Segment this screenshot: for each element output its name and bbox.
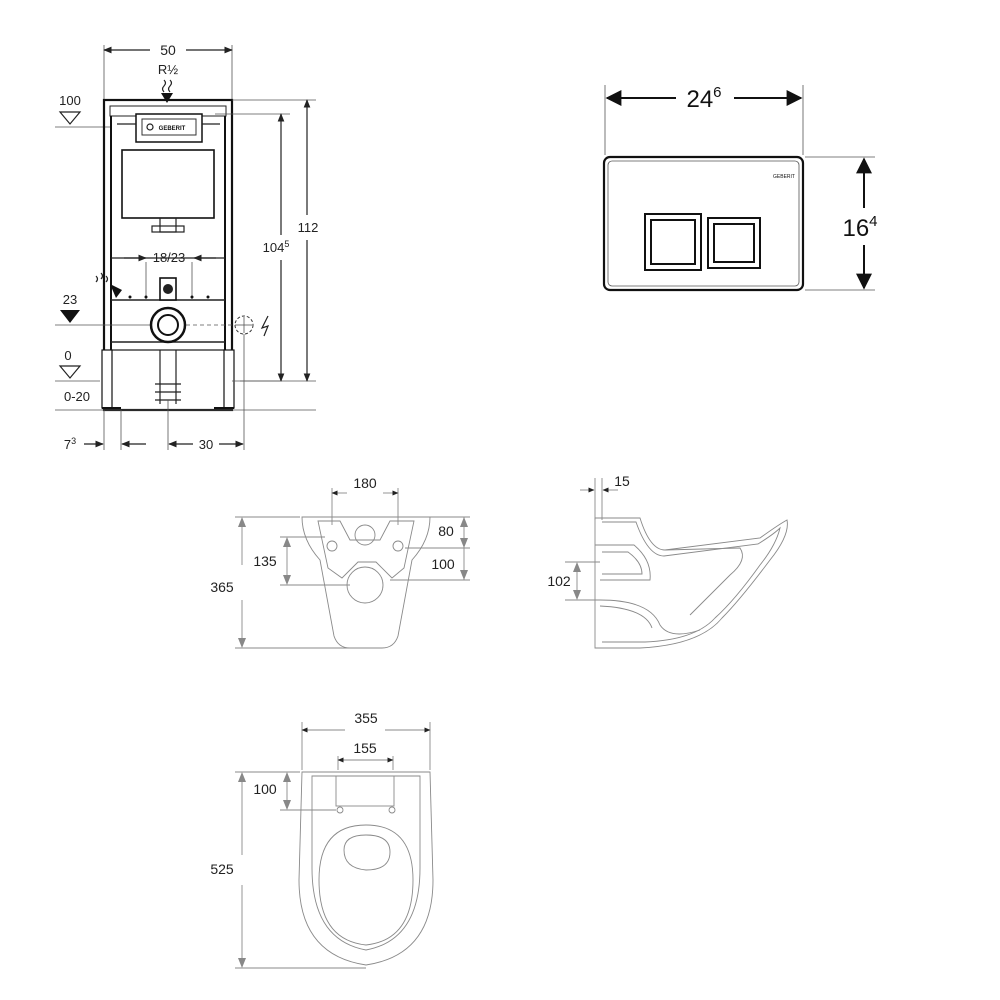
frame-height-inner-sup: 5 xyxy=(284,239,289,249)
top-to-bolt-label: 80 xyxy=(438,523,454,539)
level-marker-floor-icon xyxy=(58,365,82,379)
frame-offset-main: 7 xyxy=(64,437,71,452)
bowl-length-label: 525 xyxy=(210,861,234,877)
bowl-side-view: 15 102 xyxy=(547,473,788,649)
flush-button-large[interactable] xyxy=(644,213,702,271)
plate-width-sup: 6 xyxy=(713,84,721,101)
frame-height-inner-label: 1045 xyxy=(263,239,290,255)
drain-offset-label: 30 xyxy=(199,437,213,452)
level-floor-label: 0 xyxy=(64,348,71,363)
bowl-front-view: 180 365 135 80 100 xyxy=(210,475,470,649)
plate-width-main: 24 xyxy=(686,86,713,113)
floor-range-label: 0-20 xyxy=(64,389,90,404)
bolt-spacing-label: 180 xyxy=(353,475,377,491)
drain-spacing-label: 18/23 xyxy=(153,250,186,265)
frame-offset-label: 73 xyxy=(64,436,76,452)
frame-height-total-label: 112 xyxy=(298,220,319,235)
bowl-inner-width-label: 155 xyxy=(353,740,377,756)
installation-frame-drawing: 50 R½ 100 GEBERIT 18/23 xyxy=(55,42,318,452)
level-marker-icon xyxy=(58,111,82,125)
frame-brand-label: GEBERIT xyxy=(159,126,186,132)
tap-icon xyxy=(95,272,109,283)
back-depth-label: 100 xyxy=(253,781,277,797)
bowl-top-view: 355 155 525 100 xyxy=(210,710,434,969)
wall-gap-label: 15 xyxy=(614,473,630,489)
plate-brand-label: GEBERIT xyxy=(773,174,795,180)
electric-bolt-icon xyxy=(260,315,270,337)
bowl-width-label: 355 xyxy=(354,710,378,726)
outlet-height-label: 102 xyxy=(547,573,571,589)
frame-offset-sup: 3 xyxy=(71,436,76,446)
plate-height-label: 164 xyxy=(842,213,877,242)
level-mid-label: 23 xyxy=(63,292,77,307)
flush-button-small[interactable] xyxy=(707,217,761,269)
bolt-to-water-label: 100 xyxy=(431,556,455,572)
frame-thread-label: R½ xyxy=(158,62,178,77)
bolt-to-drain-label: 135 xyxy=(253,553,277,569)
power-outlet-icon xyxy=(234,315,254,335)
water-inlet-icon xyxy=(161,79,173,93)
bowl-height-label: 365 xyxy=(210,579,234,595)
flush-plate-drawing: 246 GEBERIT 164 xyxy=(602,84,878,292)
frame-height-inner-main: 104 xyxy=(263,240,285,255)
plate-height-main: 16 xyxy=(842,215,869,242)
plate-width-label: 246 xyxy=(686,84,721,113)
frame-width-label: 50 xyxy=(160,42,176,58)
level-top-label: 100 xyxy=(59,93,81,108)
plate-height-sup: 4 xyxy=(869,213,877,230)
level-marker-filled-icon xyxy=(60,310,80,323)
